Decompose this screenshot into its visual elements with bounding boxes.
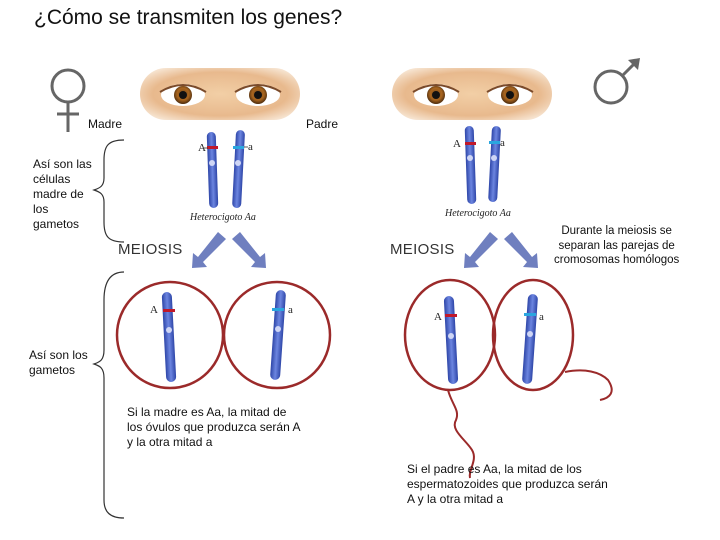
- allele-label-a: a: [248, 141, 253, 153]
- mother-label: Madre: [88, 117, 123, 131]
- ovum-a: [222, 280, 332, 390]
- allele-label-A: A: [198, 142, 206, 154]
- father-eyes: [392, 68, 552, 120]
- sperm-tail-a: [564, 369, 613, 401]
- mother-note: Si la madre es Aa, la mitad de los óvulo…: [127, 405, 301, 449]
- gametes-label: Así son los gametos: [29, 348, 88, 377]
- allele-label-A: A: [150, 304, 158, 316]
- sperm-A: [403, 278, 497, 392]
- allele-label-A: A: [453, 138, 461, 150]
- allele-label-a: a: [539, 311, 544, 323]
- meiosis-label-mother: MEIOSIS: [118, 241, 183, 258]
- gamete-cells: [115, 278, 613, 479]
- meiosis-note: Durante la meiosis se separan las pareja…: [554, 225, 680, 266]
- allele-label-A: A: [434, 311, 442, 323]
- heterozygote-caption: Heterocigoto Aa: [189, 212, 256, 223]
- heterozygote-caption: Heterocigoto Aa: [444, 208, 511, 219]
- mother-cells-brace: [92, 139, 125, 243]
- mother-eyes: [140, 68, 300, 120]
- father-label: Padre: [306, 117, 339, 131]
- female-symbol-icon: [50, 68, 86, 132]
- father-chromosome-pair: A a Heterocigoto Aa: [444, 126, 511, 219]
- gametes-brace: [92, 271, 125, 519]
- sperm-tail-A: [447, 389, 475, 479]
- father-note: Si el padre es Aa, la mitad de los esper…: [407, 462, 608, 506]
- page-title: ¿Cómo se transmiten los genes?: [34, 6, 343, 29]
- allele-label-a: a: [500, 137, 505, 149]
- sperm-a: [491, 278, 575, 392]
- mother-chromosome-pair: A a Heterocigoto Aa: [189, 130, 256, 223]
- gamete-chromosomes: A a A a: [150, 290, 544, 384]
- mother-cells-label: Así son las células madre de los gametos: [33, 157, 92, 231]
- male-symbol-icon: [593, 58, 640, 105]
- allele-label-a: a: [288, 304, 293, 316]
- meiosis-label-father: MEIOSIS: [390, 241, 455, 258]
- meiosis-arrows: [192, 232, 538, 268]
